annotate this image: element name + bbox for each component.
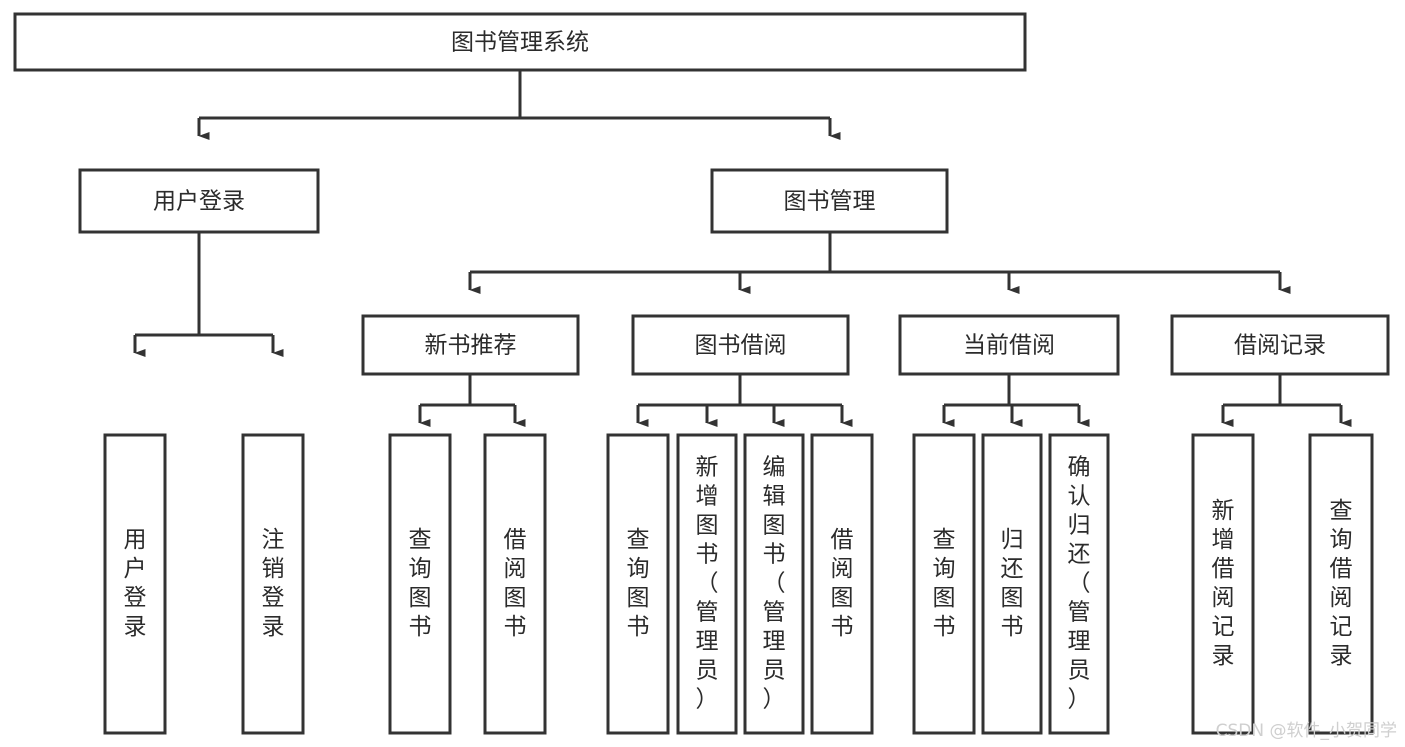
node-box[interactable]	[241, 433, 305, 735]
connector-book-manage-to-level3	[468, 232, 1291, 294]
node-box[interactable]	[483, 433, 547, 735]
node-leaf-return-book[interactable]: 归还图书	[981, 433, 1043, 735]
node-box[interactable]	[710, 168, 949, 234]
node-box[interactable]	[1170, 314, 1390, 376]
node-leaf-query-book-1[interactable]: 查询图书	[388, 433, 452, 735]
node-label: 查询借阅记录	[1330, 498, 1353, 669]
node-leaf-query-book-3[interactable]: 查询图书	[912, 433, 976, 735]
connector-new-book-recommend-to-leaves	[418, 374, 526, 427]
node-label: 当前借阅	[963, 333, 1055, 359]
node-leaf-edit-book[interactable]: 编辑图书（管理员）	[743, 433, 805, 735]
node-leaf-query-book-2[interactable]: 查询图书	[606, 433, 670, 735]
node-leaf-query-record[interactable]: 查询借阅记录	[1308, 433, 1374, 735]
node-box[interactable]	[78, 168, 320, 234]
node-box[interactable]	[743, 433, 805, 735]
node-label: 用户登录	[124, 527, 147, 640]
node-label: 图书管理	[784, 189, 876, 215]
node-box[interactable]	[103, 433, 167, 735]
node-box[interactable]	[676, 433, 738, 735]
node-box[interactable]	[388, 433, 452, 735]
connector-current-borrow-to-leaves	[942, 374, 1090, 427]
node-label: 归还图书	[1001, 527, 1024, 640]
node-leaf-add-record[interactable]: 新增借阅记录	[1191, 433, 1255, 735]
node-label: 图书借阅	[695, 333, 787, 359]
node-label: 注销登录	[262, 527, 285, 640]
node-layer: 图书管理系统用户登录图书管理新书推荐图书借阅当前借阅借阅记录用户登录注销登录查询…	[13, 12, 1390, 735]
node-leaf-borrow-book-2[interactable]: 借阅图书	[810, 433, 874, 735]
connector-borrow-record-to-leaves	[1221, 374, 1352, 427]
node-user-login[interactable]: 用户登录	[78, 168, 320, 234]
node-new-book-recommend[interactable]: 新书推荐	[361, 314, 580, 376]
node-book-borrow[interactable]: 图书借阅	[631, 314, 850, 376]
node-book-manage[interactable]: 图书管理	[710, 168, 949, 234]
node-borrow-record[interactable]: 借阅记录	[1170, 314, 1390, 376]
node-label: 查询图书	[933, 527, 956, 640]
node-label: 新增图书（管理员）	[696, 454, 719, 712]
node-box[interactable]	[361, 314, 580, 376]
node-label: 用户登录	[153, 189, 245, 215]
node-label: 查询图书	[409, 527, 432, 640]
node-label: 新书推荐	[425, 333, 517, 359]
node-leaf-add-book[interactable]: 新增图书（管理员）	[676, 433, 738, 735]
node-label: 借阅记录	[1234, 333, 1326, 359]
node-label: 确认归还（管理员）	[1068, 454, 1091, 712]
node-label: 图书管理系统	[451, 30, 589, 56]
node-box[interactable]	[631, 314, 850, 376]
node-box[interactable]	[912, 433, 976, 735]
node-leaf-user-login[interactable]: 用户登录	[103, 433, 167, 735]
node-box[interactable]	[810, 433, 874, 735]
node-current-borrow[interactable]: 当前借阅	[898, 314, 1120, 376]
node-box[interactable]	[13, 12, 1027, 72]
node-label: 编辑图书（管理员）	[763, 454, 786, 712]
connector-layer	[133, 70, 1352, 427]
node-box[interactable]	[981, 433, 1043, 735]
node-label: 查询图书	[627, 527, 650, 640]
node-leaf-confirm-return[interactable]: 确认归还（管理员）	[1048, 433, 1110, 735]
node-label: 借阅图书	[504, 527, 527, 640]
node-box[interactable]	[898, 314, 1120, 376]
node-root[interactable]: 图书管理系统	[13, 12, 1027, 72]
node-leaf-borrow-book-1[interactable]: 借阅图书	[483, 433, 547, 735]
node-label: 新增借阅记录	[1212, 498, 1235, 669]
node-box[interactable]	[606, 433, 670, 735]
node-leaf-logout[interactable]: 注销登录	[241, 433, 305, 735]
node-box[interactable]	[1308, 433, 1374, 735]
connector-root-to-level2	[197, 70, 841, 140]
connector-user-login-to-leaves	[133, 232, 284, 357]
node-label: 借阅图书	[831, 527, 854, 640]
node-box[interactable]	[1191, 433, 1255, 735]
node-box[interactable]	[1048, 433, 1110, 735]
connector-book-borrow-to-leaves	[636, 374, 853, 427]
